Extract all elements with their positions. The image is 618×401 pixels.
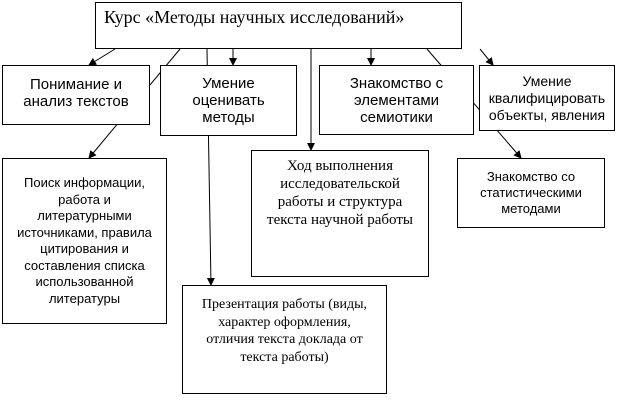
node-evaluate-methods: Умение оценивать методы: [160, 65, 297, 136]
node-semiotics: Знакомство с элементами семиотики: [319, 65, 474, 135]
node-search-line: литературы: [48, 290, 121, 306]
node-statistics-line: статистическими: [480, 185, 582, 200]
node-progress-line: работы и структура: [277, 194, 403, 210]
node-qualify-line: Умение: [522, 72, 572, 89]
course-title: Курс «Методы научных исследований»: [104, 7, 405, 27]
node-search-line: составления списка: [24, 257, 145, 273]
node-statistical-methods: Знакомство со статистическими методами: [457, 158, 605, 228]
node-statistics-line: методами: [501, 201, 561, 216]
node-search-line: цитирования и: [40, 241, 129, 256]
node-progress-line: исследовательской: [280, 176, 400, 192]
node-understanding-texts: Понимание и анализ текстов: [2, 65, 150, 125]
node-progress-line: Ход выполнения: [287, 158, 393, 174]
node-research-progress: Ход выполнения исследовательской работы …: [251, 150, 429, 277]
node-semiotics-line: семиотики: [360, 108, 433, 126]
node-evaluate-line: методы: [202, 109, 255, 126]
node-progress-line: текста научной работы: [267, 212, 413, 228]
arrow-root-to-qualify: [479, 48, 494, 66]
node-semiotics-line: Знакомство с: [349, 74, 444, 92]
node-understanding-line: Понимание и: [30, 76, 122, 93]
node-search-line: использованной: [35, 274, 134, 289]
node-semiotics-line: элементами: [353, 91, 440, 109]
arrow-root-to-understanding: [88, 48, 116, 66]
node-search-line: литературными: [37, 208, 132, 223]
node-presentation-line: характер оформления,: [218, 314, 351, 330]
node-search-line: источниками, правила: [17, 224, 152, 240]
node-evaluate-line: оценивать: [192, 92, 265, 109]
node-work-presentation: Презентация работы (виды, характер оформ…: [182, 285, 387, 394]
node-evaluate-line: Умение: [202, 75, 255, 92]
node-presentation-line: Презентация работы (виды,: [201, 297, 368, 312]
course-title-box: Курс «Методы научных исследований»: [95, 2, 462, 49]
node-qualify-line: объекты, явления: [488, 106, 606, 123]
node-search-line: Поиск информации,: [24, 175, 145, 190]
node-information-search: Поиск информации, работа и литературными…: [2, 158, 167, 324]
node-qualify-line: квалифицировать: [488, 89, 606, 106]
node-qualify-objects: Умение квалифицировать объекты, явления: [479, 65, 615, 131]
node-presentation-line: текста работы): [240, 349, 329, 365]
node-search-line: работа и: [58, 191, 111, 207]
node-understanding-line: анализ текстов: [23, 93, 129, 110]
node-statistics-line: Знакомство со: [486, 169, 576, 184]
node-presentation-line: отличия текста доклада от: [206, 332, 363, 347]
